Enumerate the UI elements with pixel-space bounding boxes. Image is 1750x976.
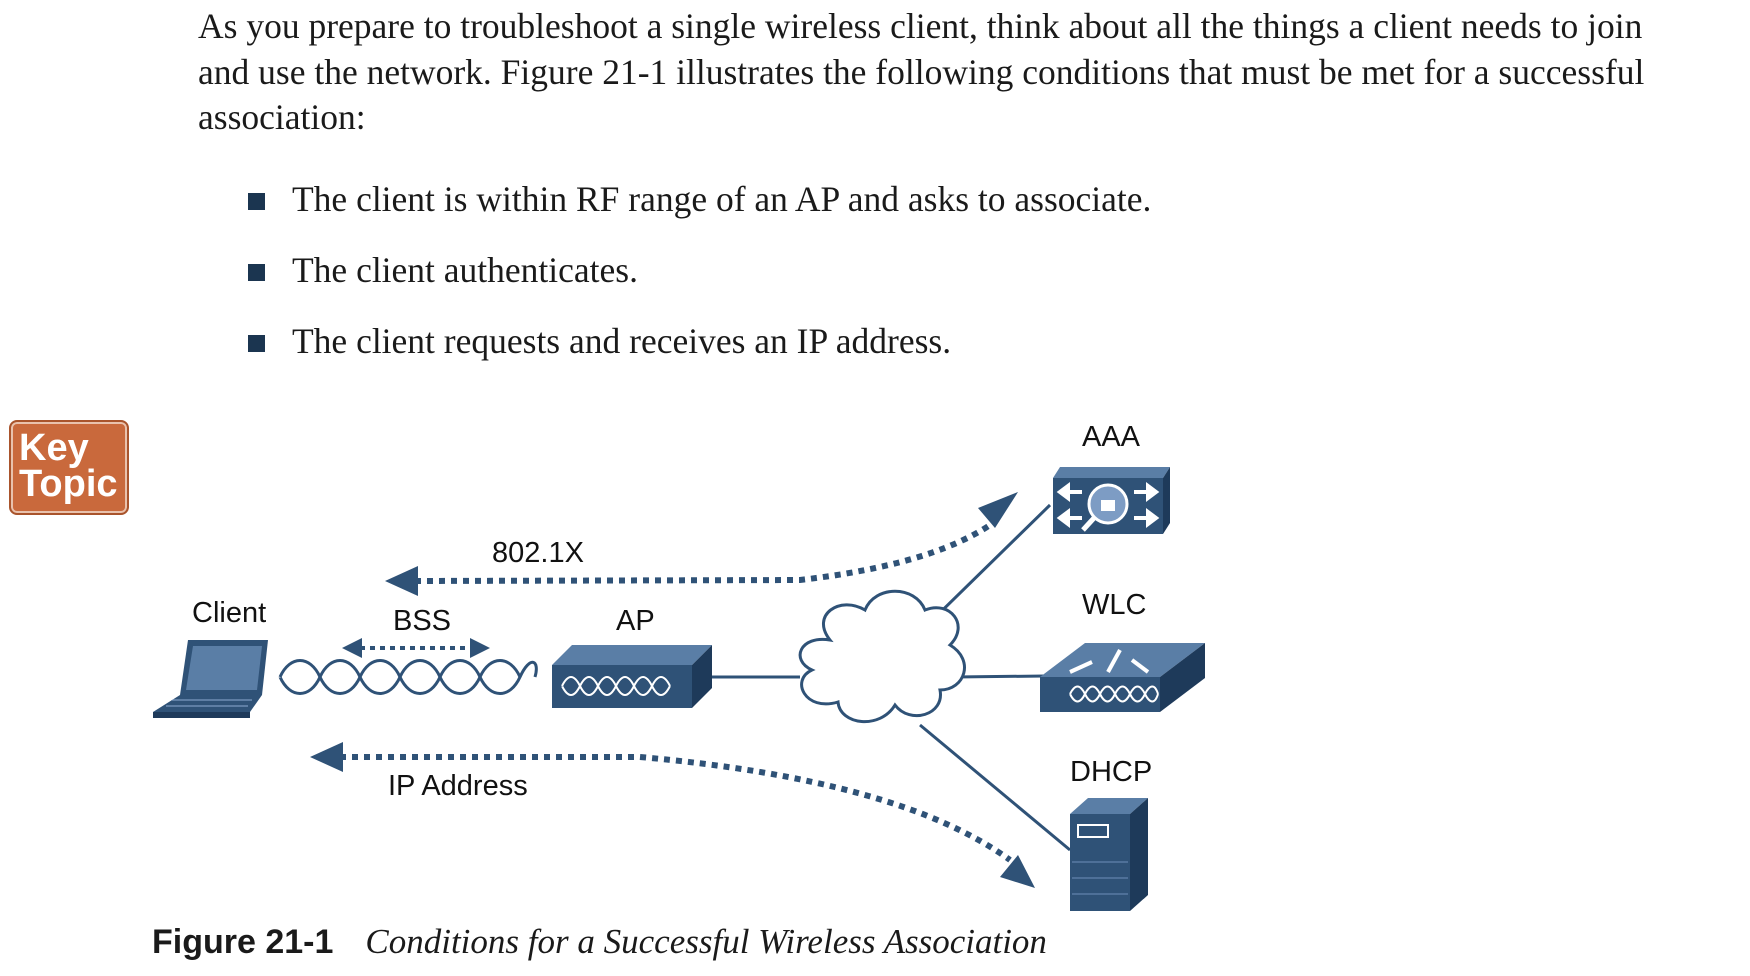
dot1x-arrow [414, 522, 992, 584]
dot1x-arrow-head-right [978, 492, 1018, 528]
list-item: The client is within RF range of an AP a… [248, 174, 1151, 245]
key-topic-line2: Topic [19, 463, 118, 505]
figure-caption: Figure 21-1 Conditions for a Successful W… [152, 922, 1047, 962]
list-item: The client requests and receives an IP a… [248, 316, 1151, 387]
cloud-wlc-link [954, 674, 1046, 679]
rf-wave-icon [278, 659, 538, 695]
dot1x-arrow-head-left [385, 566, 418, 596]
ap-label: AP [616, 605, 655, 637]
dhcp-label: DHCP [1070, 756, 1152, 788]
bullet-square-icon [248, 193, 265, 210]
list-item-text: The client is within RF range of an AP a… [292, 179, 1152, 219]
bss-label: BSS [393, 605, 451, 637]
conditions-list: The client is within RF range of an AP a… [248, 174, 1151, 387]
bss-arrow-head-left [342, 638, 362, 658]
ip-address-arrow-head-right [1000, 855, 1035, 888]
key-topic-line1: Key [19, 427, 89, 469]
figure-number: Figure 21-1 [152, 923, 334, 961]
dot1x-label: 802.1X [492, 537, 584, 569]
bullet-square-icon [248, 335, 265, 352]
wlc-label: WLC [1082, 589, 1146, 621]
figure-title: Conditions for a Successful Wireless Ass… [365, 922, 1047, 961]
bullet-square-icon [248, 264, 265, 281]
list-item-text: The client authenticates. [292, 250, 638, 290]
aaa-label: AAA [1082, 421, 1141, 453]
key-topic-badge: Key Topic [9, 420, 129, 515]
list-item-text: The client requests and receives an IP a… [292, 321, 952, 361]
ip-address-arrow-head-left [310, 742, 343, 772]
bss-arrow-head-right [470, 638, 490, 658]
cloud-dhcp-link [919, 723, 1071, 852]
laptop-icon [153, 640, 268, 718]
aaa-server-icon [1053, 467, 1170, 534]
list-item: The client authenticates. [248, 245, 1151, 316]
wlc-icon [1040, 643, 1205, 712]
ip-address-label: IP Address [388, 770, 528, 802]
client-label: Client [192, 597, 266, 629]
intro-paragraph: As you prepare to troubleshoot a single … [198, 6, 1645, 137]
cloud-icon [798, 589, 966, 723]
access-point-icon [552, 645, 712, 708]
dhcp-server-icon [1070, 798, 1148, 911]
ip-address-arrow [340, 754, 1012, 863]
